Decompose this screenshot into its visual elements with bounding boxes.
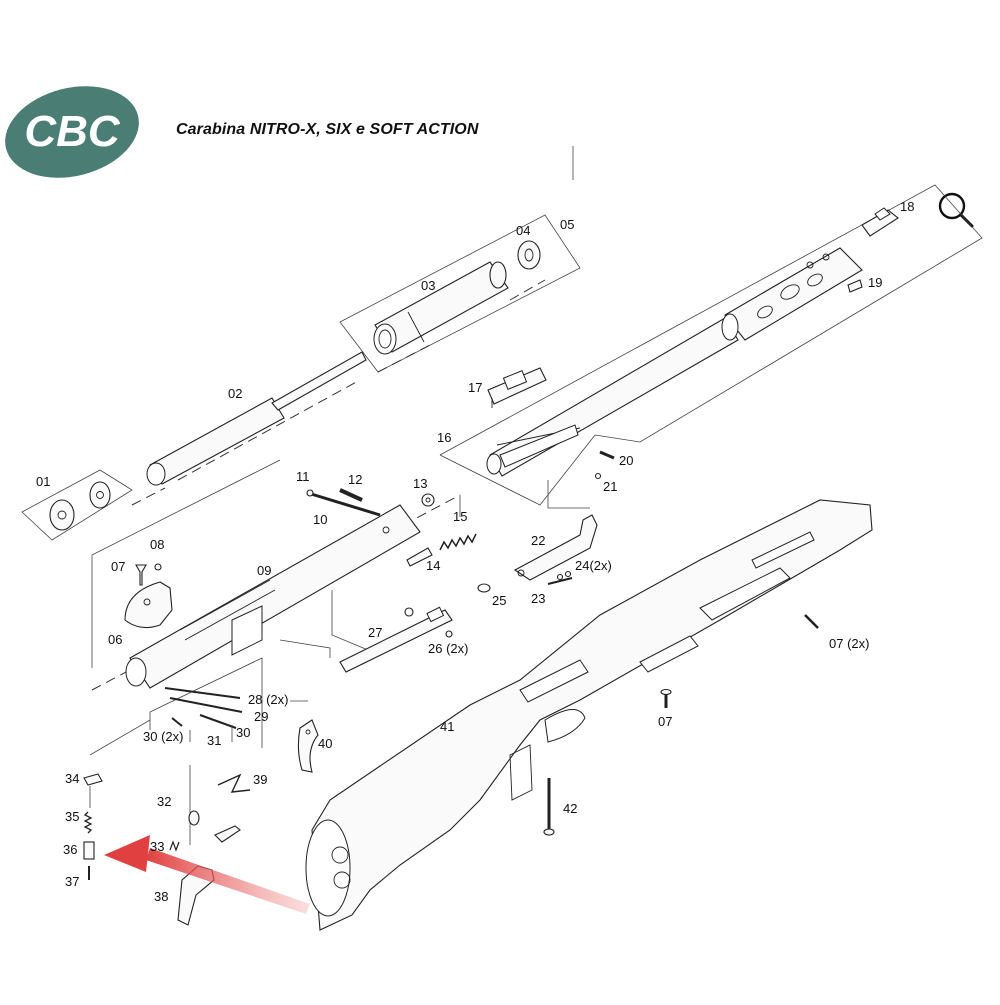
axis-lines <box>131 279 546 506</box>
cbc-logo: CBC <box>5 86 139 178</box>
label-27: 27 <box>368 625 382 640</box>
label-01: 01 <box>36 474 50 489</box>
red-indicator-arrow <box>104 835 310 914</box>
part-20-21-shapes <box>594 450 615 480</box>
label-30b: 30 <box>236 725 250 740</box>
part-40-shape <box>297 719 319 773</box>
label-39: 39 <box>253 772 267 787</box>
label-12: 12 <box>348 472 362 487</box>
label-38: 38 <box>154 889 168 904</box>
label-34: 34 <box>65 771 79 786</box>
part-17-shape <box>487 367 547 408</box>
label-26: 26 (2x) <box>428 641 468 656</box>
label-10: 10 <box>313 512 327 527</box>
label-07c: 07 <box>658 714 672 729</box>
part-03-shape <box>373 261 509 355</box>
label-08: 08 <box>150 537 164 552</box>
label-41: 41 <box>440 719 454 734</box>
label-28: 28 (2x) <box>248 692 288 707</box>
label-11: 11 <box>296 469 310 484</box>
part-07-screws <box>660 614 819 708</box>
part-02-shape <box>146 351 367 486</box>
leader-lines <box>89 495 461 808</box>
label-29: 29 <box>254 709 268 724</box>
label-40: 40 <box>318 736 332 751</box>
label-02: 02 <box>228 386 242 401</box>
label-14: 14 <box>426 558 440 573</box>
label-22: 22 <box>531 533 545 548</box>
part-18-shape <box>861 207 899 237</box>
part-07-08-shapes <box>135 563 162 586</box>
part-10-12-shapes <box>306 488 381 517</box>
label-13: 13 <box>413 476 427 491</box>
part-13-shape <box>421 493 435 507</box>
part-04-shape <box>517 240 541 270</box>
part-22-shape <box>513 514 598 581</box>
part-01-shape <box>49 481 111 531</box>
part-14-15-shapes <box>406 533 477 567</box>
part-41-stock <box>305 499 873 931</box>
label-06: 06 <box>108 632 122 647</box>
part-34-37-shapes <box>83 773 103 880</box>
label-04: 04 <box>516 223 530 238</box>
label-20: 20 <box>619 453 633 468</box>
part-19-shape <box>847 279 863 293</box>
label-16: 16 <box>437 430 451 445</box>
label-07a: 07 <box>111 559 125 574</box>
part-27-shape <box>339 606 453 673</box>
label-25: 25 <box>492 593 506 608</box>
label-42: 42 <box>563 801 577 816</box>
part-labels: 01 02 03 04 05 06 07 07 (2x) 07 08 09 10… <box>36 199 914 904</box>
label-23: 23 <box>531 591 545 606</box>
label-03: 03 <box>421 278 435 293</box>
label-15: 15 <box>453 509 467 524</box>
part-39-shape <box>217 773 251 793</box>
part-42-shape <box>543 778 555 836</box>
label-32: 32 <box>157 794 171 809</box>
part-09-shape <box>125 504 421 689</box>
logo-text: CBC <box>24 107 121 156</box>
barrel-shape <box>486 247 863 477</box>
label-18: 18 <box>900 199 914 214</box>
page-title: Carabina NITRO-X, SIX e SOFT ACTION <box>176 121 479 138</box>
label-37: 37 <box>65 874 79 889</box>
label-24: 24(2x) <box>575 558 612 573</box>
label-36: 36 <box>63 842 77 857</box>
part-32-33-shapes <box>169 810 241 852</box>
part-23-25-shapes <box>477 570 573 593</box>
label-19: 19 <box>868 275 882 290</box>
label-21: 21 <box>603 479 617 494</box>
label-31: 31 <box>207 733 221 748</box>
label-30a: 30 (2x) <box>143 729 183 744</box>
label-07b: 07 (2x) <box>829 636 869 651</box>
part-28-31-shapes <box>164 687 243 729</box>
label-05: 05 <box>560 217 574 232</box>
part-06-shape <box>124 581 173 629</box>
label-35: 35 <box>65 809 79 824</box>
label-33: 33 <box>150 839 164 854</box>
label-17: 17 <box>468 380 482 395</box>
label-09: 09 <box>257 563 271 578</box>
